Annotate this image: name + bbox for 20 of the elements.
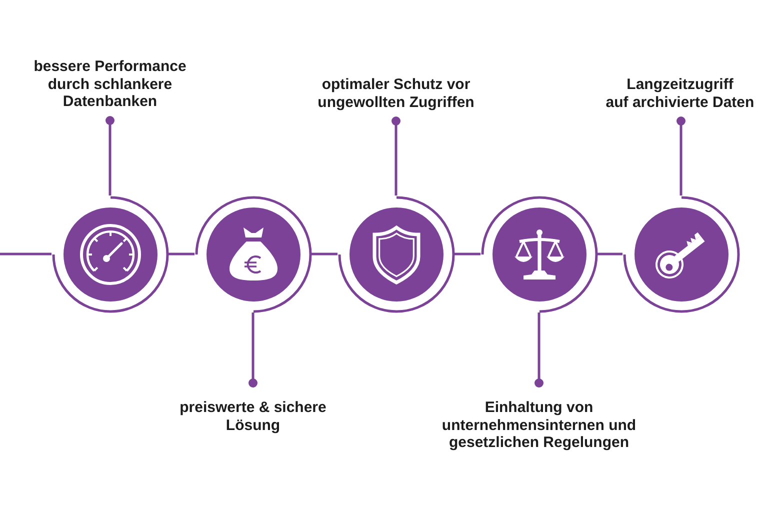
connector-line [454, 252, 480, 256]
benefit-label: bessere Performance durch schlankere Datenbanken [34, 58, 186, 110]
connector-line [168, 252, 194, 256]
feature-circle [480, 196, 598, 312]
leader-line [392, 116, 400, 196]
connector-line [312, 252, 338, 256]
leader-line [534, 312, 544, 388]
leader-line [106, 116, 114, 196]
feature-circle [194, 196, 312, 312]
connector-line [0, 252, 52, 256]
connector-line [598, 252, 622, 256]
benefit-label: Langzeitzugriff auf archivierte Daten [606, 76, 754, 111]
feature-circle [52, 196, 168, 312]
benefit-label: Einhaltung von unternehmensinternen und gesetzlichen Regelungen [442, 399, 636, 452]
feature-circle [338, 196, 454, 312]
leader-line [676, 116, 686, 196]
benefit-label: optimaler Schutz vor ungewollten Zugriffen [318, 76, 474, 111]
feature-circle [622, 196, 740, 312]
leader-line [248, 312, 258, 388]
benefit-label: preiswerte & sichere Lösung [180, 399, 326, 434]
